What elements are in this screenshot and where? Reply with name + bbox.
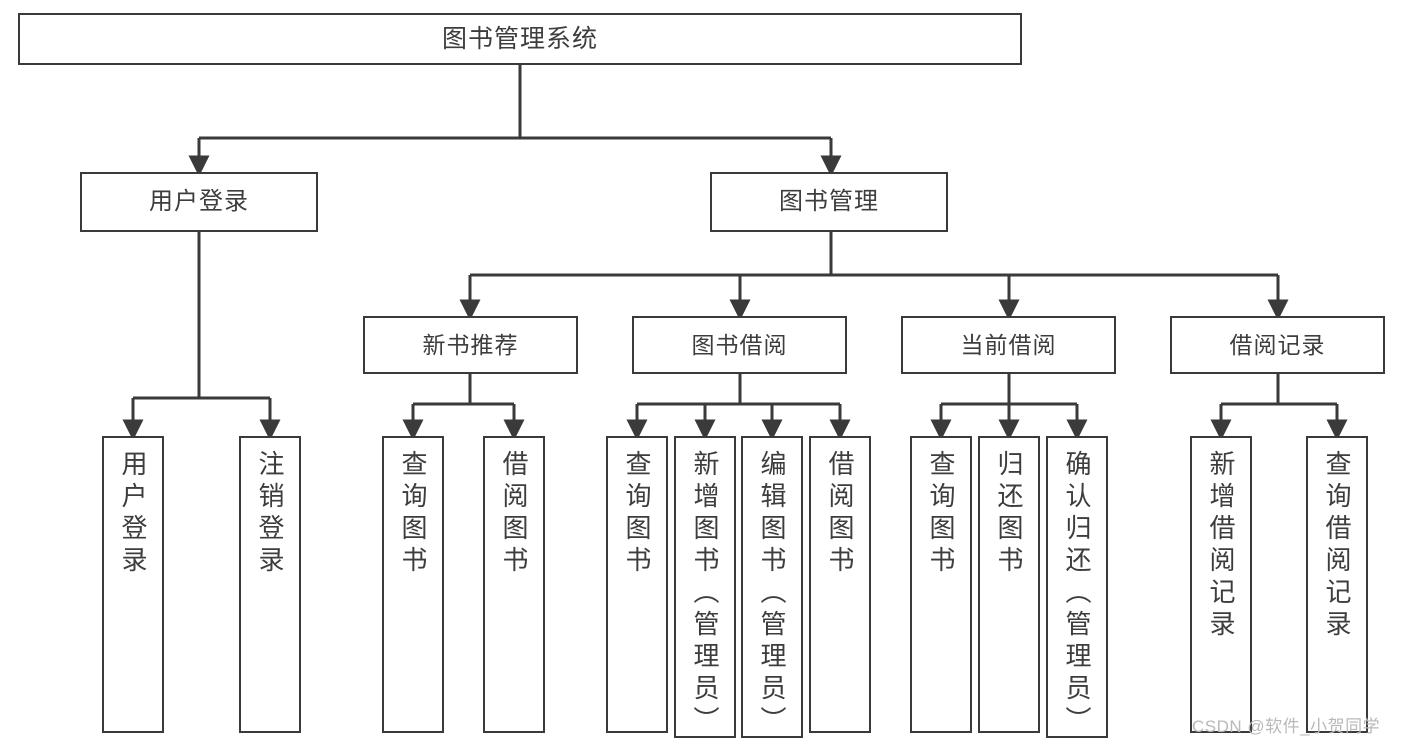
node-borrowing-records[interactable]: 借阅记录: [1170, 316, 1385, 374]
node-label: 查询图书: [622, 450, 652, 578]
node-user-login[interactable]: 用户登录: [80, 172, 318, 232]
node-label: 查询图书: [398, 450, 428, 578]
node-label: 查询图书: [926, 450, 956, 578]
node-label: 图书管理系统: [441, 24, 598, 53]
node-label: 查询借阅记录: [1322, 450, 1352, 642]
leaf-edit-book-admin[interactable]: 编辑图书（管理员）: [741, 436, 803, 738]
leaf-query-books-borrow[interactable]: 查询图书: [606, 436, 668, 733]
leaf-return-books[interactable]: 归还图书: [978, 436, 1040, 733]
node-label: 新书推荐: [422, 331, 519, 358]
node-label: 编辑图书（管理员）: [757, 450, 787, 738]
node-label: 用户登录: [118, 450, 148, 578]
node-label: 新增图书（管理员）: [690, 450, 720, 738]
node-label: 归还图书: [994, 450, 1024, 578]
node-label: 借阅图书: [825, 450, 855, 578]
node-new-book-recommendation[interactable]: 新书推荐: [363, 316, 578, 374]
csdn-watermark: CSDN @软件_小贺同学: [1192, 717, 1381, 736]
node-current-borrowing[interactable]: 当前借阅: [901, 316, 1116, 374]
node-root-book-management-system[interactable]: 图书管理系统: [18, 13, 1022, 65]
leaf-query-borrow-record[interactable]: 查询借阅记录: [1306, 436, 1368, 733]
leaf-borrow-books[interactable]: 借阅图书: [809, 436, 871, 733]
leaf-borrow-books-recommend[interactable]: 借阅图书: [483, 436, 545, 733]
leaf-add-borrow-record[interactable]: 新增借阅记录: [1190, 436, 1252, 733]
node-book-management[interactable]: 图书管理: [710, 172, 948, 232]
node-label: 新增借阅记录: [1206, 450, 1236, 642]
leaf-add-book-admin[interactable]: 新增图书（管理员）: [674, 436, 736, 738]
node-label: 图书管理: [779, 188, 879, 216]
node-label: 图书借阅: [691, 331, 788, 358]
leaf-user-login[interactable]: 用户登录: [102, 436, 164, 733]
leaf-query-books-current[interactable]: 查询图书: [910, 436, 972, 733]
node-label: 注销登录: [255, 450, 285, 578]
node-label: 用户登录: [149, 188, 249, 216]
leaf-query-books-recommend[interactable]: 查询图书: [382, 436, 444, 733]
node-label: 借阅图书: [499, 450, 529, 578]
node-label: 借阅记录: [1229, 331, 1326, 358]
leaf-confirm-return-admin[interactable]: 确认归还（管理员）: [1046, 436, 1108, 738]
node-book-borrowing[interactable]: 图书借阅: [632, 316, 847, 374]
leaf-logout[interactable]: 注销登录: [239, 436, 301, 733]
node-label: 当前借阅: [960, 331, 1057, 358]
node-label: 确认归还（管理员）: [1062, 450, 1092, 738]
